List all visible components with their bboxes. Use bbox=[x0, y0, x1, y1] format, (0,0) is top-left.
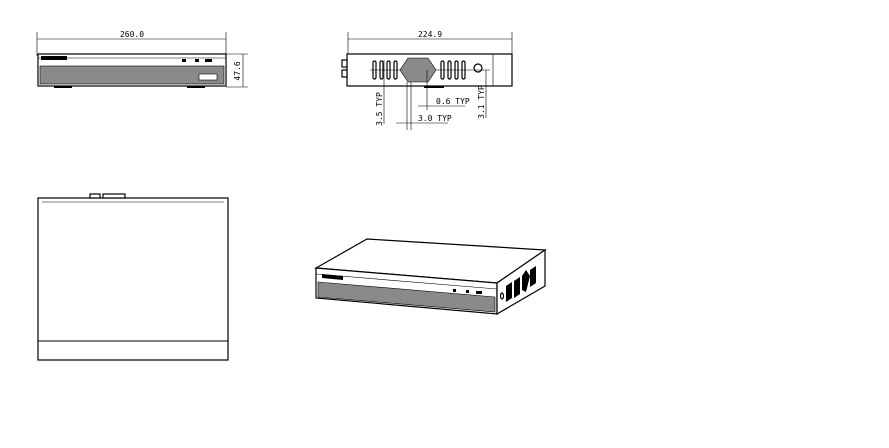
foot bbox=[54, 86, 72, 88]
callout-label: 3.1 TYP bbox=[477, 85, 486, 119]
depth-dimension-label: 224.9 bbox=[418, 30, 442, 39]
callout-label: 3.0 TYP bbox=[418, 114, 452, 123]
front-mesh-grille bbox=[39, 65, 225, 85]
iso-front-mesh bbox=[317, 281, 496, 313]
width-dimension-label: 260.0 bbox=[120, 30, 144, 39]
fan-grille bbox=[399, 57, 437, 83]
usb-port bbox=[198, 73, 218, 81]
height-dimension-label: 47.6 bbox=[233, 61, 242, 80]
callout-label: 0.6 TYP bbox=[436, 97, 470, 106]
side-view: 224.9 3.5 TYP 0.6 TYP 3.0 TYP 3.1 TYP bbox=[341, 30, 513, 130]
isometric-view bbox=[314, 238, 547, 316]
brand-logo bbox=[41, 56, 67, 60]
indicator-led bbox=[182, 59, 186, 62]
callout-label: 3.5 TYP bbox=[375, 92, 384, 126]
indicator-led bbox=[195, 59, 199, 62]
top-cover bbox=[37, 197, 229, 361]
front-view: 260.0 47.6 bbox=[36, 30, 248, 88]
indicator-led bbox=[205, 59, 212, 62]
top-view bbox=[37, 193, 229, 361]
foot bbox=[187, 86, 205, 88]
ground-screw bbox=[473, 63, 483, 73]
brand-logo bbox=[322, 274, 343, 280]
